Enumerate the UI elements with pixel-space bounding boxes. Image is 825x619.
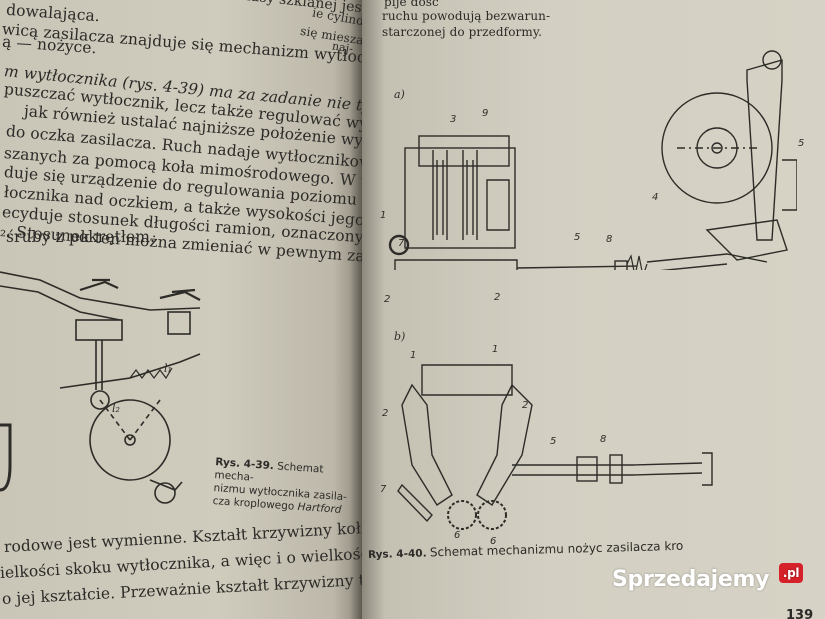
fig40a-spring-coupling xyxy=(626,254,648,270)
fig40a-lower-linkage xyxy=(705,219,788,261)
fig40a-connecting-rod xyxy=(516,265,638,269)
fig40b-letter: b) xyxy=(394,330,406,343)
left-line-3: ą — nożyce. xyxy=(1,32,98,58)
fig39-cam-follower xyxy=(149,479,183,491)
fig40a-label-1: 1 xyxy=(380,210,387,221)
fig40a-rod-nut xyxy=(614,260,628,270)
watermark-suffix-badge: .pl xyxy=(779,563,803,583)
fig40a-label-8: 8 xyxy=(606,234,613,245)
fig40a-label-2-bottom: 2 xyxy=(494,292,501,303)
fig39-arm xyxy=(0,271,201,311)
right-top-line-2: ruchu powodują bezwarun- xyxy=(382,9,551,23)
right-page: pije dosc ruchu powodują bezwarun- starc… xyxy=(362,0,825,619)
watermark-text: Sprzedajemy xyxy=(612,567,770,592)
fig39-clamp-right xyxy=(159,288,201,301)
fig40a-label-2-left: 2 xyxy=(384,294,391,305)
fig39-caption-italic: Hartford xyxy=(297,500,342,516)
fig40b-rack xyxy=(397,483,433,523)
fig39-spring xyxy=(129,367,173,380)
fig40a-knob xyxy=(388,234,410,256)
fig40b-connecting-rod xyxy=(512,462,703,476)
fig40a-side-bracket xyxy=(486,179,510,231)
fig40b-label-2-left: 2 xyxy=(382,408,389,419)
fig40a-tall-arm xyxy=(746,59,783,241)
left-page: cznа masy szklanej jest ie cylindra się … xyxy=(0,0,362,619)
left-line-13: śruby z pokrętłem. xyxy=(6,228,156,246)
right-top-line-3: starczonej do przedformy. xyxy=(382,25,543,39)
fig40a-label-9: 9 xyxy=(482,108,489,119)
fig39-eccentric-hub xyxy=(124,434,136,446)
fig39-clamp-left xyxy=(79,278,119,292)
fig40a-label-5: 5 xyxy=(574,232,581,243)
fig39-label-l1: l₁ xyxy=(164,362,172,375)
right-top-line-1: pije dosc xyxy=(384,0,439,9)
fig40b-gear-left xyxy=(447,500,477,530)
fig40a-right-plate xyxy=(782,159,797,211)
fig39-lever xyxy=(59,353,201,389)
fig40b-label-5: 5 xyxy=(550,436,557,447)
fig40b-label-1-left: 1 xyxy=(410,350,417,361)
fig39-block-right xyxy=(167,311,191,335)
fig40b-label-1-right: 1 xyxy=(492,344,499,355)
fig40a-frame-inner xyxy=(418,135,510,167)
fig39-caption: Rys. 4-39. Schemat mecha- nizmu wytłoczn… xyxy=(212,456,362,518)
fig40-caption-number: Rys. 4-40. xyxy=(367,547,427,561)
fig40b-label-7: 7 xyxy=(380,484,387,495)
fig40a-right-rod xyxy=(646,253,768,270)
fig40b-gear-right xyxy=(477,500,507,530)
fig40b-end-plate xyxy=(702,452,713,486)
fig40a-label-7: 7 xyxy=(398,238,405,249)
fig40b-label-6-right: 6 xyxy=(490,536,497,547)
fig40a-label-4: 4 xyxy=(652,192,659,203)
fig40b-left-blade-arm xyxy=(401,383,453,506)
fig39-arm-lower xyxy=(0,285,121,321)
fig40a-arm-top-pivot xyxy=(762,50,782,70)
fig39-eccentric-wheel xyxy=(89,399,171,481)
fig40a-large-wheel xyxy=(661,92,773,204)
fig40a-label-3: 3 xyxy=(450,114,457,125)
fig40a-letter: a) xyxy=(394,88,405,101)
fig39-block xyxy=(75,319,123,341)
fig40b-coupling xyxy=(576,456,598,482)
fig39-pivot xyxy=(90,390,110,410)
fig40a-wheel-hub xyxy=(711,142,723,154)
fig40b-label-8: 8 xyxy=(600,434,607,445)
page-number: 139 xyxy=(786,608,814,619)
fig40b-nut xyxy=(609,454,623,484)
sprzedajemy-watermark: Sprzedajemy .pl xyxy=(612,563,810,597)
figure-4-40b xyxy=(397,364,713,530)
fig40a-cylinder-2 xyxy=(462,150,478,240)
fig40b-label-6-left: 6 xyxy=(454,530,461,541)
fig40b-right-blade-arm xyxy=(476,383,533,506)
figure-4-39 xyxy=(0,271,201,504)
fig40b-label-2-right: 2 xyxy=(522,400,529,411)
fig39-label-l2: l₂ xyxy=(112,402,120,415)
fig39-u-bracket xyxy=(0,423,12,492)
fig40a-label-5-right: 5 xyxy=(798,138,805,149)
fig40b-top-plate xyxy=(421,364,513,396)
fig40a-base xyxy=(394,259,518,270)
fig40a-frame xyxy=(404,147,516,249)
figure-4-40a xyxy=(388,50,797,270)
fig40a-cylinder-1 xyxy=(432,150,448,240)
fig39-roller xyxy=(154,482,176,504)
